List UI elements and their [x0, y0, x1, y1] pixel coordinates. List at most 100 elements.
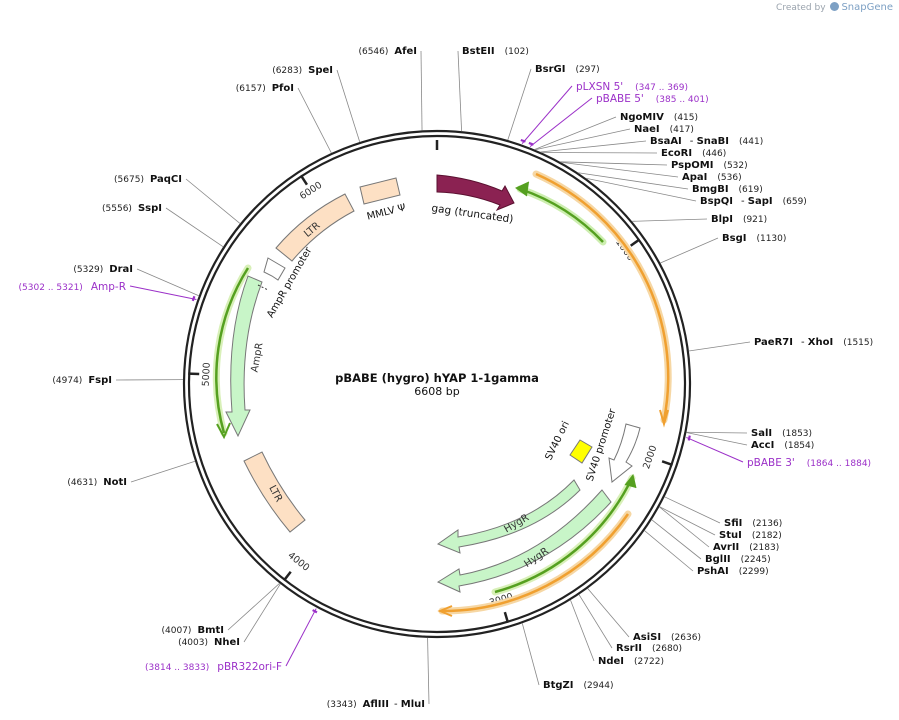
- ltr-bottom-box: [243, 451, 306, 533]
- enzyme-label: PaeR7I- XhoI(1515): [754, 337, 873, 348]
- enzyme-label: PspOMI(532): [671, 160, 748, 171]
- snapgene-logo-icon: [830, 2, 840, 11]
- enzyme-label: BsrGI(297): [535, 64, 600, 75]
- enzyme-label: AsiSI(2636): [633, 632, 701, 643]
- enzyme-leader-line: [570, 599, 595, 662]
- tick-mark: [299, 174, 308, 186]
- enzyme-leader-line: [578, 594, 613, 649]
- enzyme-leader-line: [227, 583, 280, 631]
- mmlv-psi-box: [359, 177, 401, 205]
- sv40-ori-box: [569, 439, 593, 464]
- feature-label-sv40-ori: SV40 ori: [544, 420, 572, 463]
- enzyme-leader-line: [577, 172, 689, 190]
- primer-labels: pLXSN 5'(347 .. 369)pBABE 5'(385 .. 401)…: [19, 81, 872, 673]
- enzyme-leader-line: [136, 268, 199, 297]
- enzyme-leader-line: [427, 637, 430, 705]
- enzyme-label: AccI(1854): [751, 440, 814, 451]
- tick-label: 2000: [641, 444, 659, 470]
- enzyme-label: (5329)DraI: [73, 264, 133, 275]
- enzyme-label: (6283)SpeI: [272, 65, 333, 76]
- credit-brand: SnapGene: [841, 2, 893, 13]
- enzyme-leader-line: [541, 152, 658, 154]
- primer-label: pLXSN 5'(347 .. 369): [576, 81, 688, 93]
- orange-line-pbabe: [532, 170, 672, 424]
- plasmid-name: pBABE (hygro) hYAP 1-1gamma: [335, 371, 539, 385]
- enzyme-label: SfiI(2136): [724, 518, 782, 529]
- enzyme-leader-line: [686, 431, 748, 434]
- enzyme-label: NaeI(417): [634, 124, 694, 135]
- primer-leader-line: [521, 85, 573, 144]
- enzyme-label: (3343)AflIII- MluI: [327, 699, 425, 710]
- enzyme-label: PshAI(2299): [697, 566, 769, 577]
- enzyme-label: (4631)NotI: [67, 477, 127, 488]
- hygr-arrow-2: [436, 489, 612, 593]
- enzyme-label: (5675)PaqCI: [114, 174, 182, 185]
- primer-leader-line: [529, 97, 593, 147]
- enzyme-leader-line: [507, 68, 532, 141]
- enzyme-leader-line: [585, 177, 697, 202]
- enzyme-label: (4974)FspI: [52, 375, 112, 386]
- enzyme-label: (5556)SspI: [102, 203, 162, 214]
- enzyme-label: (4003)NheI: [178, 637, 240, 648]
- enzyme-label: (6546)AfeI: [358, 46, 417, 57]
- enzyme-label: AvrII(2183): [713, 542, 779, 553]
- enzyme-leader-line: [664, 496, 721, 524]
- enzyme-leader-line: [243, 583, 281, 643]
- enzyme-leader-line: [297, 87, 332, 154]
- enzyme-label: BglII(2245): [705, 554, 771, 565]
- features: [212, 170, 672, 617]
- feature-label-mmlv: MMLV Ψ: [366, 202, 407, 222]
- ampr-promoter-arrow: [263, 257, 286, 281]
- enzyme-label: StuI(2182): [719, 530, 782, 541]
- primer-mark: [312, 609, 318, 614]
- enzyme-leader-line: [560, 161, 679, 178]
- ampr-arrow: [225, 275, 263, 438]
- tick-mark: [629, 238, 641, 247]
- primer-mark: [520, 138, 526, 143]
- primer-leader-line: [129, 285, 197, 301]
- enzyme-label: NgoMIV(415): [620, 112, 698, 123]
- enzyme-leader-line: [130, 460, 196, 483]
- enzyme-leader-line: [521, 623, 540, 686]
- backbone-inner: [187, 134, 687, 634]
- enzyme-leader-line: [336, 69, 361, 143]
- enzyme-label: RsrII(2680): [616, 643, 682, 654]
- enzyme-leader-lines: [115, 50, 751, 705]
- sv40-promoter-arrow: [608, 423, 641, 483]
- plasmid-size: 6608 bp: [414, 385, 459, 398]
- enzyme-leader-line: [660, 237, 719, 264]
- enzyme-label: (6157)PfoI: [236, 83, 294, 94]
- feature-label-ampr: AmpR: [250, 342, 266, 373]
- enzyme-leader-line: [632, 218, 708, 222]
- enzyme-label: (4007)BmtI: [162, 625, 224, 636]
- gag-arrow: [436, 174, 515, 212]
- enzyme-leader-line: [165, 207, 224, 248]
- enzyme-leader-line: [457, 50, 462, 132]
- primer-mark: [191, 295, 196, 302]
- enzyme-leader-line: [688, 341, 751, 352]
- primer-leader-line: [285, 608, 317, 667]
- enzyme-label: SalI(1853): [751, 428, 812, 439]
- primer-label: (3814 .. 3833)pBR322ori-F: [145, 661, 282, 673]
- enzyme-label: BsgI(1130): [722, 233, 786, 244]
- tick-mark: [282, 570, 292, 582]
- enzyme-leader-line: [659, 506, 710, 548]
- enzyme-label: BstEII(102): [462, 46, 529, 57]
- primer-mark: [528, 141, 534, 146]
- green-line-top: [516, 185, 607, 246]
- enzyme-label: BlpI(921): [711, 214, 767, 225]
- enzyme-leader-line: [651, 519, 702, 560]
- primer-leader-line: [686, 436, 744, 463]
- tick-mark: [661, 460, 673, 467]
- enzyme-label: BsaAI- SnaBI(441): [650, 136, 763, 147]
- tick-label: 6000: [298, 180, 324, 202]
- enzyme-leader-line: [587, 588, 630, 638]
- enzyme-leader-line: [540, 140, 647, 153]
- primer-label: pBABE 3'(1864 .. 1884): [747, 457, 871, 469]
- backbone-outer: [182, 129, 692, 639]
- enzyme-leader-line: [535, 128, 631, 151]
- tick-mark: [503, 611, 510, 624]
- tick-label: 5000: [201, 362, 213, 387]
- snapgene-credit: Created by SnapGene: [776, 2, 893, 13]
